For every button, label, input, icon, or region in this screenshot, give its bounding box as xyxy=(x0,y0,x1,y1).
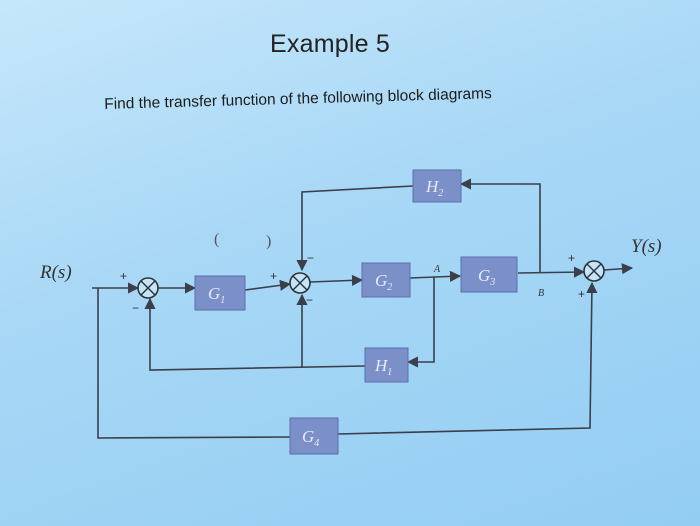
sign-sj2-input: + xyxy=(270,269,277,283)
wire-g3-to-sj3 xyxy=(517,266,586,278)
wire-sj2-to-g2 xyxy=(309,274,364,286)
handwritten-paren-open: ( xyxy=(214,231,219,248)
wire-g4-to-sj3 xyxy=(337,281,598,435)
svg-text:G4: G4 xyxy=(302,427,319,449)
input-label-r: R(s) xyxy=(40,262,72,283)
svg-text:H1: H1 xyxy=(374,356,392,378)
block-g2: G2 xyxy=(361,262,411,298)
svg-text:G1: G1 xyxy=(208,284,225,306)
wire-h2-loop xyxy=(459,178,541,273)
block-g4: G4 xyxy=(289,417,339,455)
wire-h2-to-sj2 xyxy=(296,185,414,272)
block-h1: H1 xyxy=(364,347,409,383)
sign-sj3-bottom: + xyxy=(578,287,585,301)
svg-text:H2: H2 xyxy=(425,177,443,199)
wire-h1-loop xyxy=(406,277,435,368)
slide-title: Example 5 xyxy=(270,30,390,58)
block-h2: H2 xyxy=(412,169,462,203)
sign-sj2-top: − xyxy=(307,251,314,265)
handwritten-paren-close: ) xyxy=(266,233,271,250)
node-label-a: A xyxy=(433,264,441,275)
wire-g1-to-sj2 xyxy=(244,279,292,291)
wire-g4-from-r xyxy=(97,288,291,439)
block-g3: G3 xyxy=(460,256,518,293)
wire-h1-to-sj1 xyxy=(144,297,366,371)
block-g1: G1 xyxy=(194,275,246,311)
sign-sj3-top: + xyxy=(568,251,575,265)
wire-g2-to-g3 xyxy=(409,270,462,282)
svg-text:G3: G3 xyxy=(478,266,495,288)
summing-junction-3 xyxy=(583,260,605,282)
node-label-b: B xyxy=(538,288,544,299)
sign-sj1-input: + xyxy=(120,269,127,283)
svg-text:G2: G2 xyxy=(375,271,392,293)
sign-sj1-feedback: − xyxy=(132,301,139,315)
summing-junction-1 xyxy=(137,277,159,299)
sign-sj2-bottom: − xyxy=(306,293,313,307)
wire-sj3-to-y xyxy=(603,263,634,275)
summing-junction-2 xyxy=(289,272,311,294)
output-label-y: Y(s) xyxy=(631,236,662,257)
